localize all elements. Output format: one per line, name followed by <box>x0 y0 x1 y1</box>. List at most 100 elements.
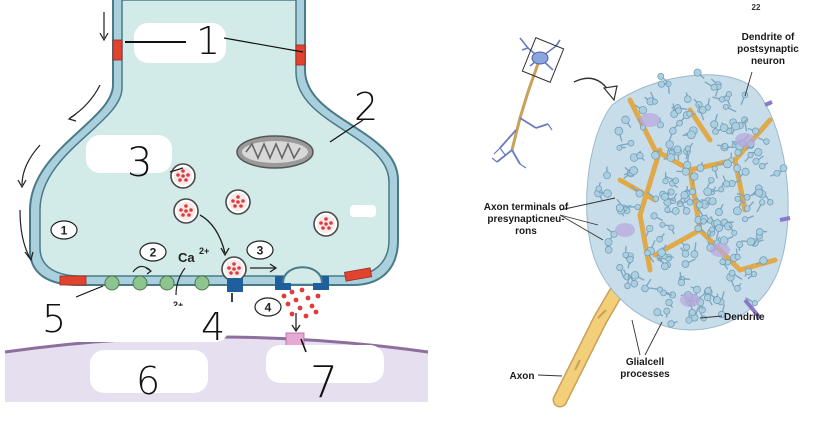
terminal-knob <box>703 187 720 196</box>
neuron-thumbnail <box>491 37 565 169</box>
terminal-knob <box>682 130 696 140</box>
terminal-knob <box>653 308 664 317</box>
terminal-knob <box>721 256 731 266</box>
terminal-knob <box>690 242 699 258</box>
ca-charge-top: 2+ <box>199 246 209 256</box>
terminal-knob <box>733 200 743 216</box>
step-number: 2 <box>150 246 157 260</box>
terminal-knob <box>646 191 660 203</box>
dendrite-patch <box>615 223 635 237</box>
terminal-knob <box>666 207 680 215</box>
neurotransmitter-dot <box>297 305 303 311</box>
label-glial-processes: processes <box>620 369 670 380</box>
terminal-knob <box>755 256 768 265</box>
neurotransmitter-dot <box>285 301 291 307</box>
presynaptic-terminal <box>29 0 399 286</box>
hand-label: 2 <box>354 85 378 129</box>
terminal-knob <box>717 142 729 150</box>
terminal-knob <box>705 197 717 206</box>
ca-label-top: Ca <box>178 250 195 265</box>
terminal-knob <box>704 81 718 91</box>
neurotransmitter-dot <box>305 295 311 301</box>
label-mask <box>86 135 172 173</box>
terminal-knob <box>734 248 741 260</box>
neuron-cell-body <box>586 68 789 331</box>
axon-terminal-knobs <box>594 68 788 328</box>
terminal-knob <box>637 118 646 131</box>
terminal-knob <box>756 199 766 213</box>
neurotransmitter-dot <box>293 297 299 303</box>
vesicle <box>313 211 339 237</box>
vesicle <box>225 189 251 215</box>
dendrite-stubs <box>743 100 791 320</box>
mitochondrion <box>236 135 314 169</box>
terminal-knob <box>668 224 675 235</box>
channel-axon-left <box>112 39 123 61</box>
calcium-ion <box>159 275 175 291</box>
terminal-knob <box>698 287 712 299</box>
label-mask <box>266 345 384 383</box>
terminal-knob <box>667 320 678 328</box>
calcium-ion <box>132 275 148 291</box>
terminal-knob <box>744 201 755 212</box>
terminal-knob <box>598 189 612 198</box>
terminal-knob <box>690 172 699 185</box>
vesicle <box>173 198 199 224</box>
process-arrows <box>169 167 301 333</box>
neurotransmitter-dot <box>299 287 305 293</box>
terminal-knob <box>680 201 691 215</box>
terminal-knob <box>671 106 682 114</box>
docking-protein <box>227 278 243 292</box>
terminal-knob <box>744 152 754 163</box>
terminal-knob <box>623 166 638 176</box>
page-number: 22 <box>752 3 761 12</box>
terminal-knob <box>712 96 726 103</box>
label-dendrite-postsynaptic: postsynaptic <box>737 44 799 55</box>
vesicle <box>221 256 247 282</box>
terminal-knob <box>719 123 732 133</box>
terminal-knob <box>683 92 692 103</box>
terminal-knob <box>628 273 639 288</box>
impulse-arrows <box>17 12 109 262</box>
terminal-knob <box>660 192 675 202</box>
label-axon-terminals: rons <box>515 226 537 237</box>
vesicle <box>170 163 196 189</box>
hand-label: 3 <box>127 140 152 186</box>
terminal-knob <box>747 127 760 135</box>
terminal-knob <box>736 240 744 251</box>
neurotransmitter-dot <box>315 293 321 299</box>
step-number: 4 <box>265 301 272 315</box>
calcium-ion <box>104 275 120 291</box>
terminal-knob <box>711 165 718 179</box>
terminal-knob <box>677 272 686 287</box>
terminal-knob <box>648 286 664 293</box>
right-leader-lines <box>537 71 753 377</box>
terminal-knob <box>704 98 711 111</box>
terminal-knob <box>741 237 755 246</box>
terminal-knob <box>690 285 701 294</box>
step-marker: 4 <box>254 297 282 317</box>
terminal-knob <box>650 91 658 105</box>
terminal-knob <box>731 122 741 136</box>
channel-bottom-right <box>344 267 373 282</box>
terminal-knob <box>616 263 625 279</box>
label-mask <box>0 306 228 342</box>
terminal-knob <box>663 307 671 318</box>
terminal-knob <box>703 293 713 306</box>
step-marker: 3 <box>246 240 274 260</box>
terminal-knob <box>665 80 672 94</box>
terminal-knob <box>630 271 645 281</box>
terminal-knob <box>756 228 768 236</box>
label-axon-terminals: Axon terminals of <box>484 202 569 213</box>
terminal-knob <box>770 169 781 177</box>
step-marker: 2 <box>139 242 167 262</box>
terminal-knob <box>657 80 669 88</box>
terminal-knob <box>616 144 627 151</box>
terminal-knob <box>728 225 738 236</box>
label-masks <box>0 23 384 393</box>
ca-charge-bottom: 2+ <box>173 300 183 310</box>
channel-axon-right <box>295 44 306 66</box>
terminal-knob <box>758 162 769 170</box>
membrane-channels <box>59 39 373 286</box>
